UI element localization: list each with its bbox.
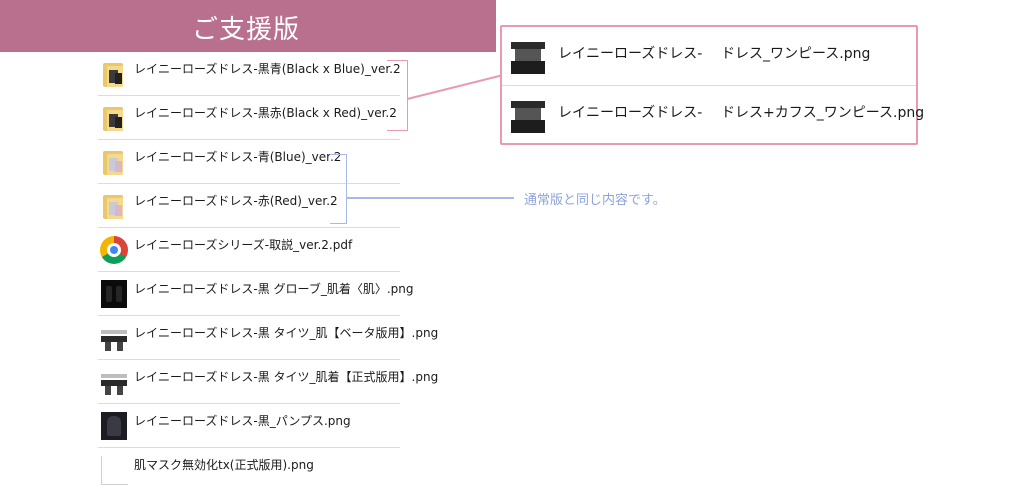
file-name: レイニーローズドレス-黒 タイツ_肌【ベータ版用】.png <box>134 326 439 340</box>
file-name: レイニーローズドレス-黒_パンプス.png <box>134 414 351 428</box>
blue-bracket <box>330 154 347 224</box>
tights-thumb-icon <box>101 324 127 352</box>
callout-name-prefix: レイニーローズドレス- <box>558 46 703 62</box>
file-name: レイニーローズドレス-黒青(Black x Blue)_ver.2 <box>134 62 401 76</box>
chrome-icon <box>100 236 128 264</box>
file-list: レイニーローズドレス-黒青(Black x Blue)_ver.2 レイニーロー… <box>98 52 438 492</box>
glove-thumb-icon <box>101 280 127 308</box>
file-row[interactable]: レイニーローズドレス-黒青(Black x Blue)_ver.2 <box>98 52 401 96</box>
file-name: レイニーローズドレス-黒赤(Black x Red)_ver.2 <box>134 106 397 120</box>
pumps-thumb-icon <box>101 412 127 440</box>
pink-connector-line <box>407 73 505 100</box>
file-row[interactable]: レイニーローズドレス-黒 タイツ_肌着【正式版用】.png <box>98 360 438 404</box>
pink-bracket <box>387 60 408 131</box>
blue-connector-line <box>346 197 514 199</box>
dress-thumb-icon <box>511 40 545 74</box>
file-name: レイニーローズシリーズ-取説_ver.2.pdf <box>134 238 353 252</box>
folder-icon <box>101 192 127 220</box>
callout-row[interactable]: レイニーローズドレス- ドレス+カフス_ワンピース.png <box>502 86 924 144</box>
file-row[interactable]: レイニーローズドレス-黒 グローブ_肌着〈肌〉.png <box>98 272 413 316</box>
folder-icon <box>101 148 127 176</box>
file-name: レイニーローズドレス-赤(Red)_ver.2 <box>134 194 338 208</box>
file-row[interactable]: レイニーローズドレス-赤(Red)_ver.2 <box>98 184 400 228</box>
header-title: ご支援版 <box>192 15 301 45</box>
header-banner: ご支援版 <box>0 0 496 52</box>
file-name: レイニーローズドレス-青(Blue)_ver.2 <box>134 150 342 164</box>
file-name: 肌マスク無効化tx(正式版用).png <box>134 458 314 472</box>
file-row[interactable]: レイニーローズドレス-青(Blue)_ver.2 <box>98 140 400 184</box>
blank-thumb-icon <box>101 456 128 485</box>
dress-thumb-icon <box>511 99 545 133</box>
callout-row[interactable]: レイニーローズドレス- ドレス_ワンピース.png <box>502 27 916 86</box>
note-text: 通常版と同じ内容です。 <box>524 193 666 208</box>
file-row[interactable]: レイニーローズドレス-黒_パンプス.png <box>98 404 400 448</box>
file-name: レイニーローズドレス-黒 グローブ_肌着〈肌〉.png <box>134 282 414 296</box>
callout-name-suffix: ドレス_ワンピース.png <box>721 46 871 62</box>
callout-name-prefix: レイニーローズドレス- <box>558 105 703 121</box>
folder-icon <box>101 60 127 88</box>
tights-thumb-icon <box>101 368 127 396</box>
file-name: レイニーローズドレス-黒 タイツ_肌着【正式版用】.png <box>134 370 439 384</box>
file-row[interactable]: レイニーローズシリーズ-取説_ver.2.pdf <box>98 228 400 272</box>
callout-name-suffix: ドレス+カフス_ワンピース.png <box>721 105 925 121</box>
file-row[interactable]: 肌マスク無効化tx(正式版用).png <box>98 448 400 492</box>
file-row[interactable]: レイニーローズドレス-黒 タイツ_肌【ベータ版用】.png <box>98 316 438 360</box>
folder-icon <box>101 104 127 132</box>
file-row[interactable]: レイニーローズドレス-黒赤(Black x Red)_ver.2 <box>98 96 400 140</box>
callout-box: レイニーローズドレス- ドレス_ワンピース.png レイニーローズドレス- ドレ… <box>500 25 924 145</box>
